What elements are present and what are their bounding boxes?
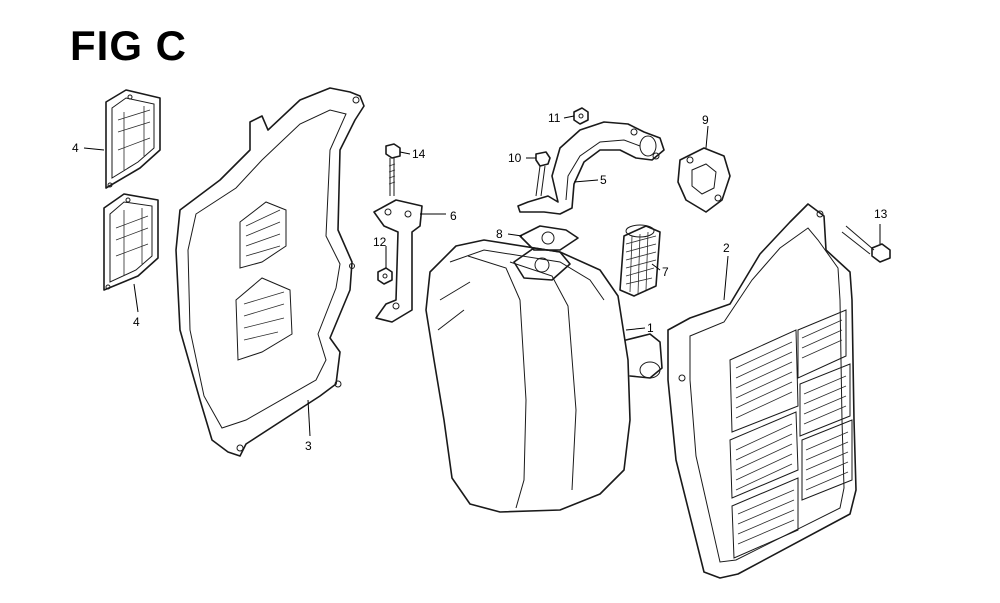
- callout-5: 5: [600, 173, 607, 187]
- leader-lines: [83, 115, 881, 437]
- callout-2: 2: [723, 241, 730, 255]
- nut-part-11: [573, 107, 589, 125]
- louvre-lower: [731, 419, 853, 559]
- callout-8: 8: [496, 227, 503, 241]
- louvre-upper: [729, 309, 847, 433]
- callout-12: 12: [373, 235, 387, 249]
- figure-title: FIG C: [70, 22, 187, 69]
- plate-part-4-lower: [103, 193, 159, 291]
- callout-3: 3: [305, 439, 312, 453]
- callout-13: 13: [874, 207, 888, 221]
- callout-11: 11: [548, 111, 561, 125]
- callout-1: 1: [647, 321, 654, 335]
- plate-part-4-upper: [105, 89, 161, 189]
- callout-14: 14: [412, 147, 426, 161]
- nut-part-12: [377, 267, 393, 285]
- screen-part-7: [619, 224, 661, 297]
- protector-part-2: [667, 203, 857, 579]
- callout-labels: 4 4 3 14 6 12 1 2 5 8 7 9 10 11 13: [72, 111, 888, 453]
- bolt-part-14: [385, 143, 401, 196]
- callout-9: 9: [702, 113, 709, 127]
- callout-10: 10: [508, 151, 522, 165]
- callout-6: 6: [450, 209, 457, 223]
- muffler-body-part-1: [425, 239, 663, 513]
- callout-7: 7: [662, 265, 669, 279]
- callout-4-lower: 4: [133, 315, 140, 329]
- gasket-part-9: [677, 147, 731, 213]
- callout-4-upper: 4: [72, 141, 79, 155]
- bolt-part-10: [535, 151, 551, 197]
- bolt-part-13: [841, 225, 891, 263]
- louvre-middle: [729, 363, 851, 499]
- shield-part-3: [175, 87, 365, 457]
- gasket-part-8: [519, 225, 579, 251]
- bracket-part-6: [373, 199, 423, 323]
- exhaust-pipe-part-5: [517, 121, 665, 215]
